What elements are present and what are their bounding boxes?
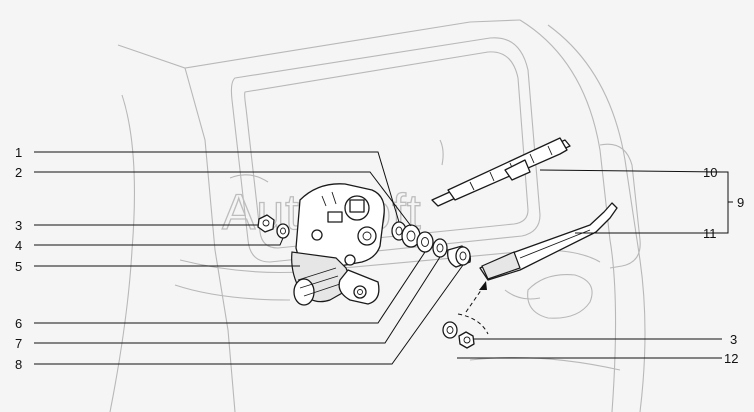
handle-contour	[504, 289, 541, 300]
callout-9: 9	[737, 195, 744, 210]
mount-arrow-curve	[457, 313, 489, 335]
washer-left-ring	[276, 223, 290, 239]
leader-8	[34, 264, 464, 365]
linkage-pivot	[353, 285, 367, 299]
tail-lamp-outline	[599, 143, 641, 269]
mount-direction-arrow	[457, 281, 489, 335]
washer-right-ring	[442, 321, 458, 339]
nut-right-hex	[458, 331, 475, 349]
mount-arrow-shaft	[465, 285, 485, 313]
lower-bumper-line	[469, 356, 621, 371]
ground-terminal	[311, 229, 323, 241]
callout-labels: 1 2 3 4 5 6 7 8 10 9 11 3 12	[15, 145, 744, 372]
washer-left-hole	[280, 227, 286, 235]
wiper-arm-head	[481, 251, 521, 280]
leader-7	[34, 256, 441, 344]
wiper-arm-spring-line	[519, 229, 591, 259]
callout-5: 5	[15, 259, 22, 274]
callout-4: 4	[15, 238, 22, 253]
washer-right	[442, 321, 458, 339]
callout-11: 11	[703, 226, 717, 241]
motor-can-ribs	[297, 267, 341, 297]
roof-line	[117, 19, 521, 69]
nut-left	[257, 214, 275, 233]
panel-crease	[174, 284, 291, 301]
callout-3-left: 3	[15, 218, 22, 233]
spindle-spacer	[432, 238, 448, 258]
tailgate-edge	[519, 19, 617, 412]
gear-hub	[357, 226, 377, 246]
rear-window-frame	[230, 37, 541, 263]
nut-right	[458, 331, 475, 349]
wiper-blade	[431, 137, 571, 207]
spindle-seal-hole	[406, 230, 416, 242]
callout-2: 2	[15, 165, 22, 180]
callout-8: 8	[15, 357, 22, 372]
spindle-spacer-hole	[436, 243, 444, 253]
tailgate-outer-edge	[547, 24, 646, 412]
leader-2	[34, 171, 412, 227]
leader-4	[34, 237, 284, 246]
wire-connector	[327, 211, 343, 223]
leader-1	[34, 151, 400, 223]
wiper-blade-connector	[504, 159, 531, 181]
callout-12: 12	[724, 351, 738, 366]
spindle-hex	[349, 199, 365, 213]
washer-left	[276, 223, 290, 239]
motor-wire-leads	[321, 191, 337, 207]
inner-contour-1	[229, 174, 269, 183]
bracket-9	[707, 171, 733, 234]
wiper-arm	[479, 202, 618, 281]
motor-end-cap	[293, 278, 315, 306]
mount-bolt	[344, 254, 356, 266]
mount-arrow-head	[479, 281, 487, 290]
spindle-spacer-ring	[432, 238, 448, 258]
vehicle-body-outline	[109, 19, 646, 412]
leader-6	[34, 251, 426, 324]
callout-10: 10	[703, 165, 717, 180]
spindle-bushing	[416, 231, 434, 253]
nut-left-hex	[257, 214, 275, 233]
spindle-cap-nut-face	[455, 246, 471, 266]
callout-1: 1	[15, 145, 22, 160]
callout-6: 6	[15, 316, 22, 331]
nut-left-bore	[262, 219, 270, 227]
nut-right-bore	[463, 336, 471, 344]
rear-window-glass	[244, 51, 529, 249]
leader-lines	[34, 151, 733, 365]
callout-3-right: 3	[730, 332, 737, 347]
glass-reflection	[439, 139, 444, 166]
license-recess	[527, 274, 593, 319]
pillar-line	[184, 67, 236, 412]
washer-right-hole	[446, 326, 454, 334]
linkage-pivot-center	[357, 289, 363, 295]
spindle-cap-nut-hole	[459, 251, 467, 261]
spindle-bushing-hole	[421, 237, 429, 247]
spindle-bushing-body	[416, 231, 434, 253]
wiper-motor	[291, 183, 385, 306]
callout-7: 7	[15, 336, 22, 351]
spindle-seal	[401, 224, 421, 248]
spindle-washer-hole	[395, 226, 403, 236]
leader-10	[539, 169, 723, 173]
side-panel-line	[109, 94, 136, 412]
spindle-cap-nut	[447, 245, 471, 268]
gear-hub-center	[362, 231, 372, 241]
